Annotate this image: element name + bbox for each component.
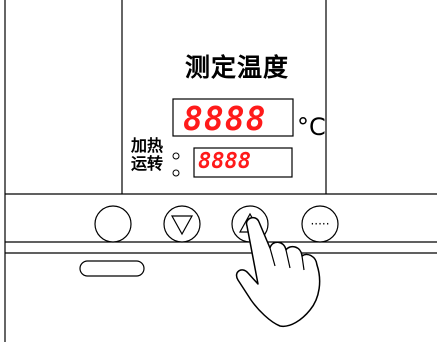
circle-blank-button[interactable]: [94, 205, 132, 243]
pointing-hand-icon: [235, 216, 321, 328]
down-button[interactable]: [163, 205, 201, 243]
ellipsis-button[interactable]: ·····: [301, 205, 339, 243]
main-led-display: 8888: [183, 99, 267, 138]
run-indicator-lamp: [172, 169, 180, 177]
run-indicator-label: 运转: [131, 154, 164, 173]
sub-display-window: [193, 147, 293, 178]
ellipsis-icon: ·····: [310, 217, 329, 231]
button-row: ·····: [94, 205, 339, 243]
triangle-down-icon: [170, 215, 194, 236]
hand-finger-lines: [269, 247, 305, 271]
main-display-window: [172, 98, 294, 137]
panel-slot: [79, 260, 145, 277]
sub-led-display: 8888: [198, 149, 251, 174]
heat-indicator-lamp: [172, 152, 180, 160]
panel-frame: [4, 0, 437, 342]
heat-indicator-label: 加热: [131, 136, 164, 155]
temperature-unit: °C: [297, 113, 326, 141]
panel-title: 测定温度: [185, 53, 290, 82]
